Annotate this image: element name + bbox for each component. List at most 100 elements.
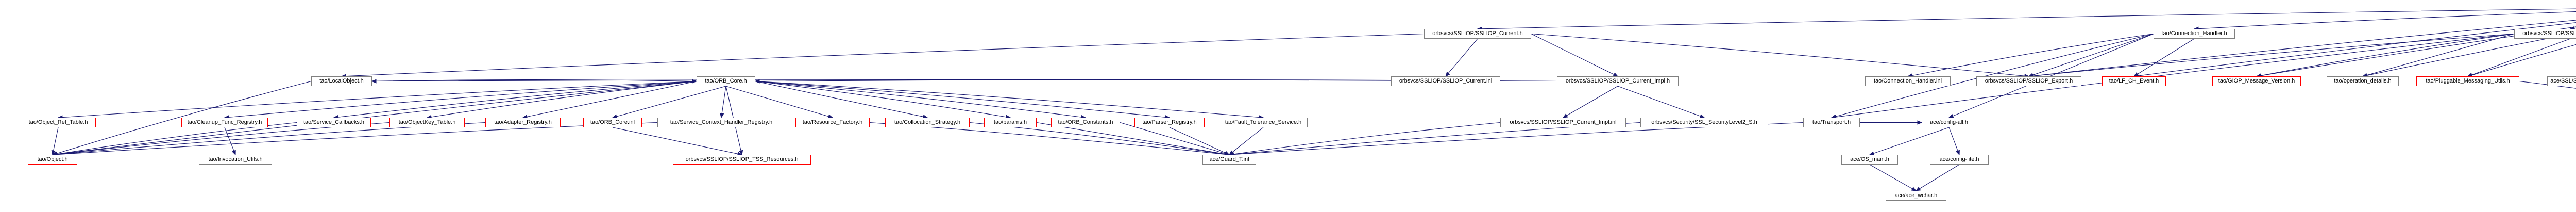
- graph-edge-arrowhead: [1917, 120, 1923, 125]
- graph-node-label: tao/ORB_Core.h: [705, 78, 747, 84]
- graph-edge-arrowhead: [371, 79, 377, 84]
- graph-node-label: tao/params.h: [993, 119, 1027, 125]
- graph-node[interactable]: tao/Cleanup_Func_Registry.h: [181, 118, 268, 127]
- graph-node[interactable]: tao/params.h: [984, 118, 1037, 127]
- graph-node[interactable]: orbsvcs/SSLIOP/SSLIOP_Current.inl: [1391, 76, 1500, 86]
- graph-node[interactable]: tao/Collocation_Strategy.h: [885, 118, 970, 127]
- graph-edge: [755, 80, 1166, 118]
- graph-node[interactable]: ace/SSL/SSL_SOCK_Stream.h: [2547, 76, 2576, 86]
- graph-node[interactable]: tao/Fault_Tolerance_Service.h: [1219, 118, 1308, 127]
- graph-node[interactable]: tao/Object.h: [28, 155, 77, 165]
- graph-edge-arrowhead: [51, 150, 56, 156]
- graph-edge: [2366, 32, 2576, 76]
- graph-node[interactable]: tao/Object_Ref_Table.h: [21, 118, 96, 127]
- graph-node-label: orbsvcs/Security/SSL_SecurityLevel2_S.h: [1651, 119, 1757, 125]
- graph-node[interactable]: orbsvcs/Security/SSL_SecurityLevel2_S.h: [1640, 118, 1768, 127]
- graph-node[interactable]: orbsvcs/SSLIOP/SSLIOP_Export.h: [1976, 76, 2081, 86]
- graph-node[interactable]: ace/Guard_T.inl: [1202, 155, 1256, 165]
- graph-node-label: ace/SSL/SSL_SOCK_Stream.h: [2550, 78, 2576, 84]
- graph-node-label: tao/Resource_Factory.h: [802, 119, 863, 125]
- graph-edge: [755, 80, 924, 117]
- graph-node[interactable]: tao/ORB_Constants.h: [1051, 118, 1120, 127]
- graph-edge-arrowhead: [1956, 150, 1960, 156]
- graph-node-label: tao/Adapter_Registry.h: [494, 119, 552, 125]
- graph-edge-arrowhead: [1562, 113, 1568, 118]
- graph-edge: [1566, 86, 1618, 116]
- graph-edge-arrowhead: [1911, 187, 1917, 191]
- graph-node[interactable]: ace/OS_main.h: [1841, 155, 1898, 165]
- graph-node[interactable]: tao/Resource_Factory.h: [795, 118, 870, 127]
- graph-edge-arrowhead: [1445, 71, 1450, 77]
- graph-edge: [62, 80, 697, 118]
- graph-edge-arrowhead: [232, 150, 236, 156]
- graph-edge: [1232, 127, 1264, 153]
- graph-edge: [2032, 20, 2576, 76]
- graph-edge: [228, 80, 697, 118]
- graph-node[interactable]: orbsvcs/SSLIOP/SSLIOP_Current_Impl.inl: [1500, 118, 1626, 127]
- graph-node[interactable]: tao/Invocation_Utils.h: [199, 155, 272, 165]
- graph-node-label: tao/Connection_Handler.inl: [1873, 78, 1942, 84]
- graph-node-label: tao/Collocation_Strategy.h: [894, 119, 961, 125]
- graph-edge-arrowhead: [739, 150, 743, 156]
- graph-edge: [2366, 33, 2515, 76]
- graph-node[interactable]: tao/GIOP_Message_Version.h: [2212, 76, 2301, 86]
- graph-node-label: tao/LF_CH_Event.h: [2109, 78, 2159, 84]
- graph-edge: [2032, 33, 2154, 75]
- graph-node[interactable]: ace/config-lite.h: [1930, 155, 1989, 165]
- graph-edge: [755, 80, 1082, 118]
- graph-edge: [755, 80, 1260, 118]
- graph-node-label: tao/Connection_Handler.h: [2161, 30, 2227, 37]
- graph-node[interactable]: orbsvcs/SSLIOP/SSLIOP_Current_Impl.h: [1557, 76, 1679, 86]
- graph-node[interactable]: tao/Service_Callbacks.h: [297, 118, 371, 127]
- graph-node[interactable]: tao/Pluggable_Messaging_Utils.h: [2416, 76, 2519, 86]
- graph-edge: [2138, 22, 2576, 76]
- graph-node[interactable]: tao/ORB_Core.h: [697, 76, 755, 86]
- graph-edge: [2198, 11, 2576, 29]
- graph-edge: [2137, 38, 2195, 75]
- graph-node-label: ace/OS_main.h: [1850, 156, 1889, 162]
- graph-edge: [755, 80, 1007, 118]
- graph-edge: [1835, 33, 2515, 118]
- graph-node[interactable]: ace/config-all.h: [1922, 118, 1976, 127]
- graph-edge: [2032, 33, 2515, 76]
- graph-node-label: tao/ORB_Core.inl: [590, 119, 635, 125]
- graph-node-label: tao/Cleanup_Func_Registry.h: [187, 119, 262, 125]
- graph-edge: [345, 33, 1425, 77]
- graph-node-label: tao/ObjectKey_Table.h: [398, 119, 456, 125]
- graph-node-label: tao/GIOP_Message_Version.h: [2218, 78, 2295, 84]
- graph-node-label: orbsvcs/SSLIOP/SSLIOP_Export.h: [1985, 78, 2073, 84]
- graph-node[interactable]: tao/Connection_Handler.inl: [1865, 76, 1951, 86]
- graph-edge: [2260, 33, 2515, 76]
- graph-edge: [1835, 33, 2154, 117]
- graph-edge: [1481, 8, 2576, 29]
- graph-node[interactable]: tao/Transport.h: [1803, 118, 1860, 127]
- graph-edge-arrowhead: [1229, 150, 1234, 155]
- graph-node[interactable]: tao/Connection_Handler.h: [2154, 29, 2235, 39]
- graph-edge-arrowhead: [2133, 72, 2139, 77]
- graph-node[interactable]: orbsvcs/SSLIOP/SSLIOP_Current.h: [1424, 29, 1531, 39]
- graph-node[interactable]: tao/LF_CH_Event.h: [2102, 76, 2166, 86]
- graph-edge-arrowhead: [720, 112, 724, 119]
- graph-node[interactable]: tao/Parser_Registry.h: [1134, 118, 1205, 127]
- graph-node[interactable]: tao/Service_Context_Handler_Registry.h: [657, 118, 785, 127]
- graph-edge: [1531, 34, 1615, 75]
- graph-node[interactable]: ace/ace_wchar.h: [1886, 191, 1946, 201]
- graph-node[interactable]: tao/ObjectKey_Table.h: [389, 118, 465, 127]
- graph-edge: [1169, 127, 1226, 154]
- graph-node[interactable]: orbsvcs/SSLIOP/SSLIOP_TSS_Resources.h: [673, 155, 811, 165]
- graph-node[interactable]: tao/LocalObject.h: [311, 76, 372, 86]
- graph-node[interactable]: tao/Adapter_Registry.h: [485, 118, 561, 127]
- graph-node-label: tao/Service_Context_Handler_Registry.h: [670, 119, 773, 125]
- graph-edge-arrowhead: [1613, 72, 1619, 77]
- graph-edge: [527, 80, 697, 117]
- graph-node-label: orbsvcs/SSLIOP/SSLIOP_Current.h: [1432, 30, 1523, 37]
- graph-node[interactable]: tao/operation_details.h: [2327, 76, 2399, 86]
- graph-node-label: ace/Guard_T.inl: [1209, 156, 1249, 162]
- graph-edge: [337, 80, 697, 118]
- graph-node-label: tao/Transport.h: [1812, 119, 1851, 125]
- graph-node-label: tao/LocalObject.h: [319, 78, 364, 84]
- graph-node[interactable]: tao/ORB_Core.inl: [583, 118, 642, 127]
- graph-edge: [616, 86, 726, 117]
- graph-edge: [2471, 38, 2571, 75]
- graph-node[interactable]: orbsvcs/SSLIOP/SSLIOP_Transport.h: [2514, 29, 2576, 39]
